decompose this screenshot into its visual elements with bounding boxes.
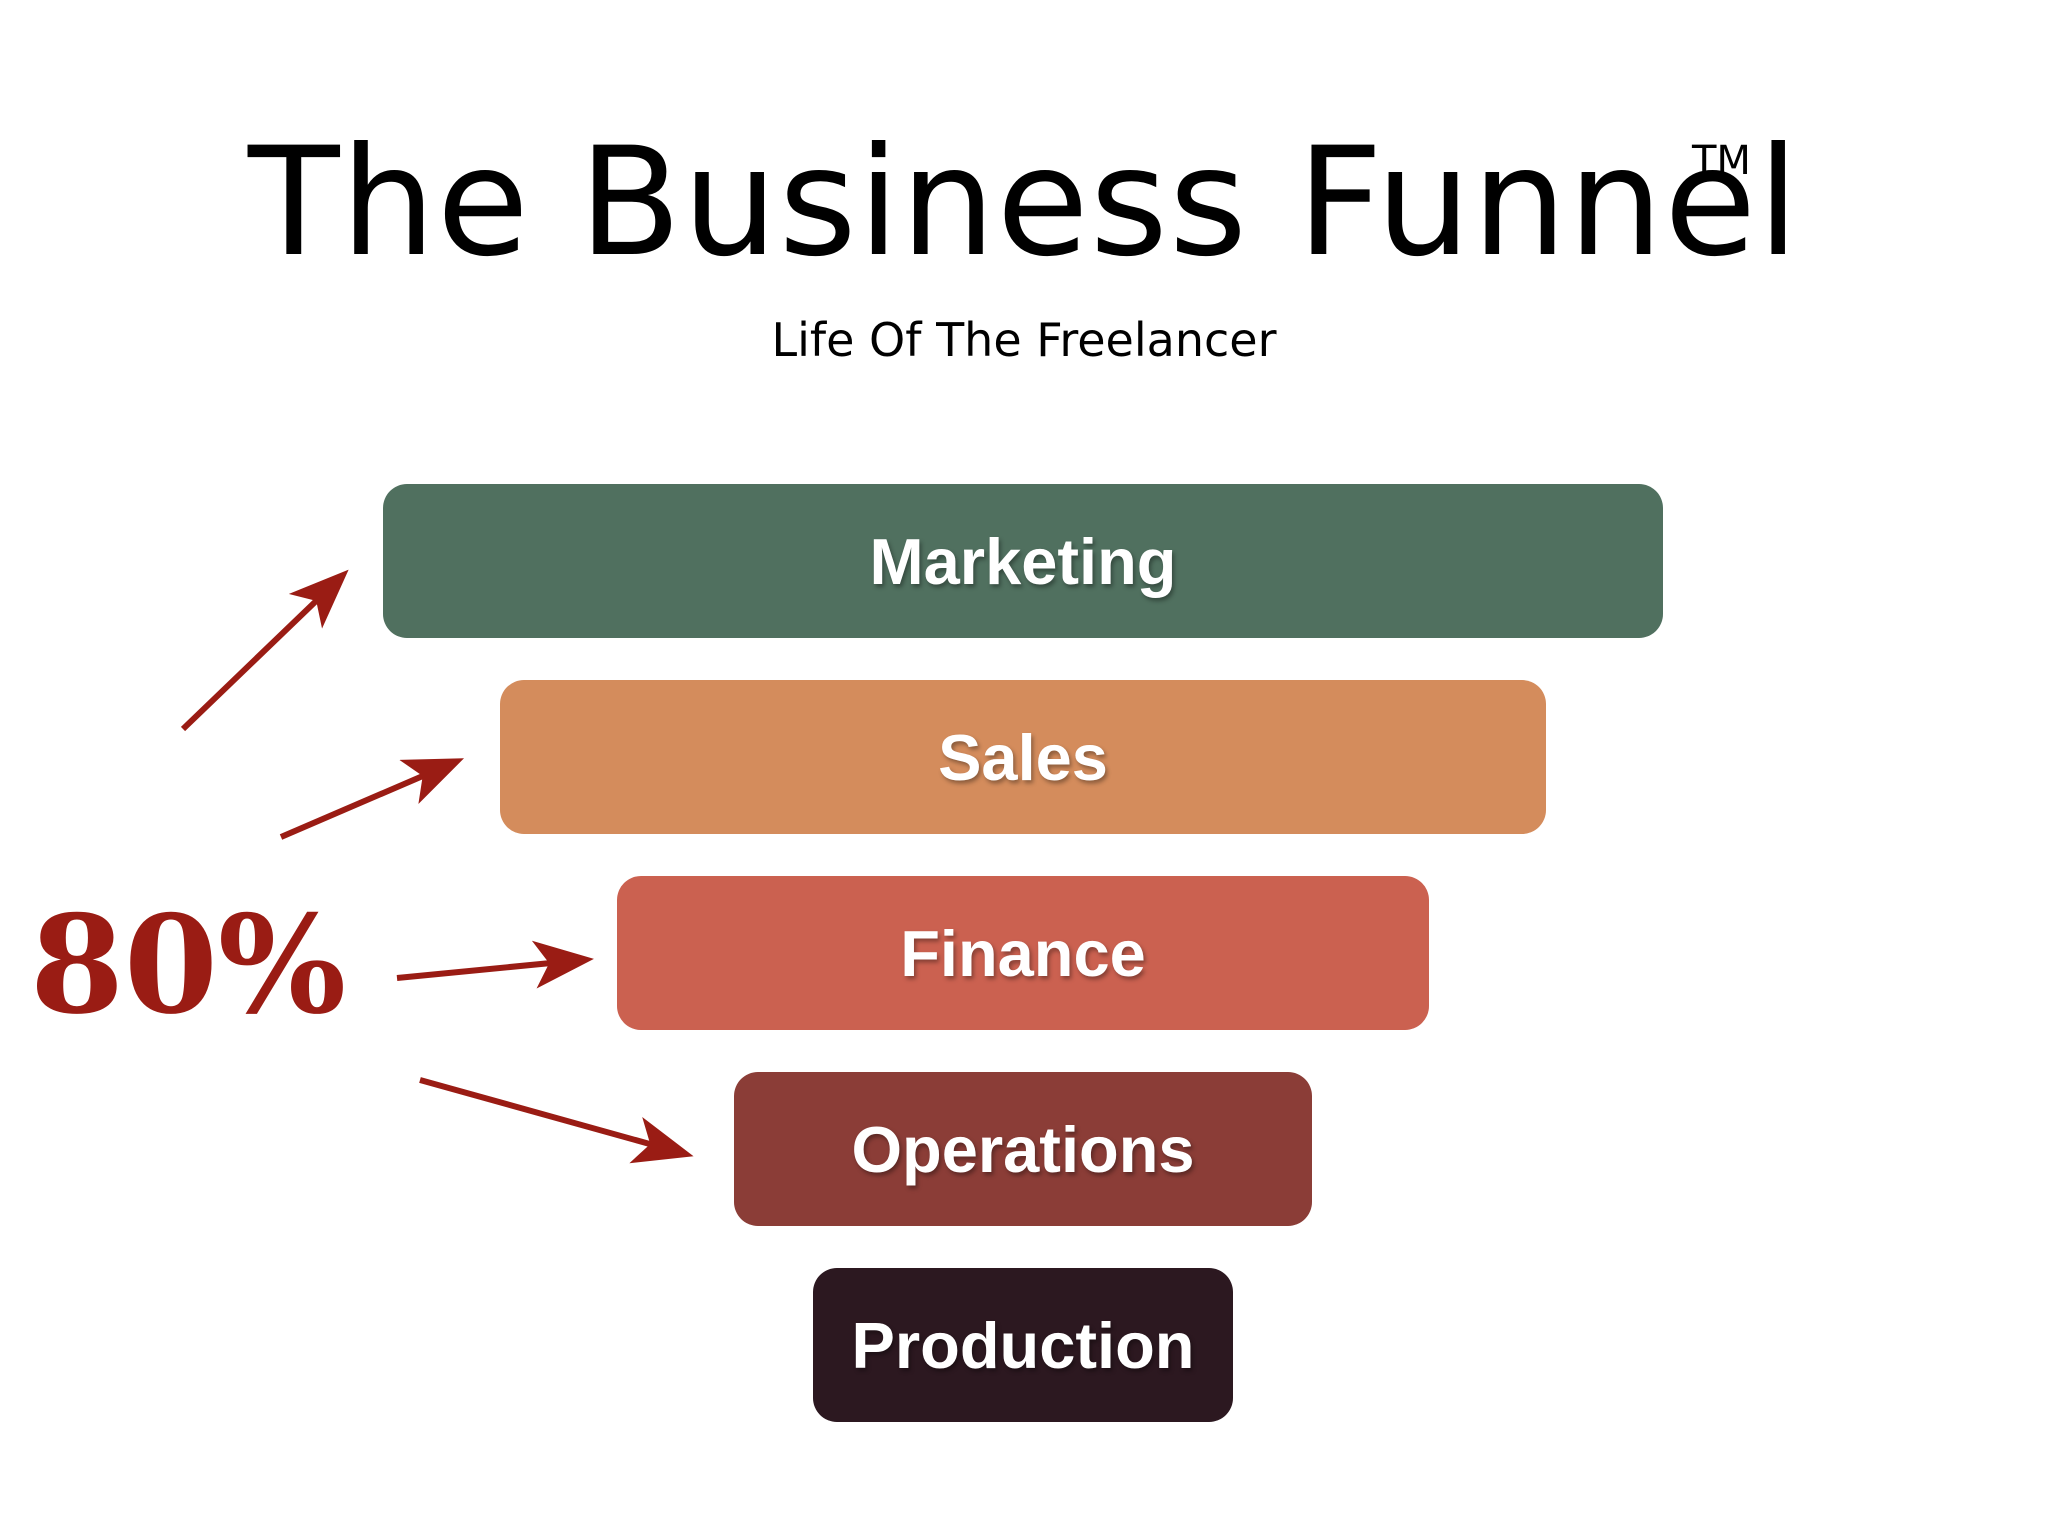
stage-label-marketing: Marketing [869, 524, 1177, 598]
stage-label-finance: Finance [900, 916, 1146, 990]
arrow-to-operations-icon [419, 1077, 694, 1164]
trademark-mark: TM [1692, 138, 1751, 184]
stage-label-operations: Operations [851, 1112, 1195, 1186]
stage-finance: Finance [617, 876, 1429, 1030]
stage-operations: Operations [734, 1072, 1312, 1226]
diagram-title: The Business Funnel [247, 116, 1801, 290]
stage-label-production: Production [851, 1308, 1195, 1382]
stage-sales: Sales [500, 680, 1546, 834]
arrow-to-sales-icon [279, 758, 465, 840]
stage-label-sales: Sales [938, 720, 1108, 794]
arrow-to-finance-icon [396, 940, 594, 989]
stage-production: Production [813, 1268, 1233, 1422]
arrow-to-marketing-icon [180, 569, 349, 732]
percentage-annotation: 80% [30, 885, 347, 1044]
stage-marketing: Marketing [383, 484, 1663, 638]
diagram-subtitle: Life Of The Freelancer [771, 313, 1277, 367]
